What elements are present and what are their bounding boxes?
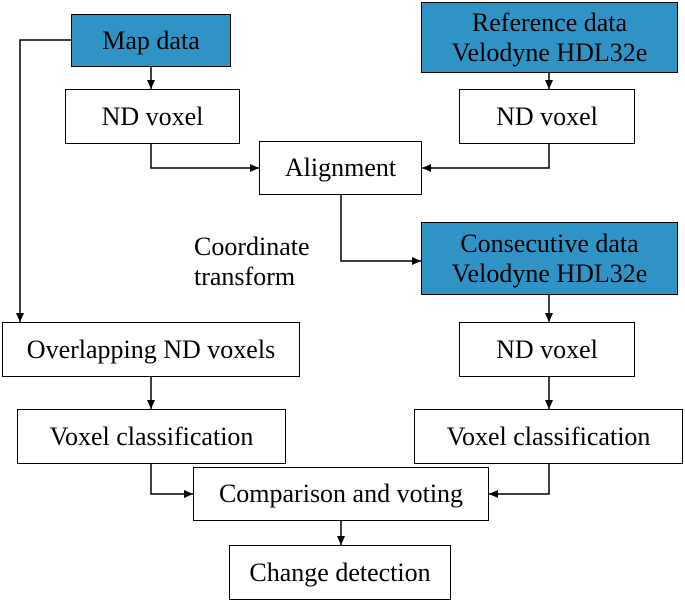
nd-voxel-right-label: ND voxel [496, 101, 598, 131]
nd-voxel-consecutive-node: ND voxel [459, 322, 635, 377]
comparison-and-voting-label: Comparison and voting [218, 479, 464, 508]
voxel-classification-right-label: Voxel classification [446, 421, 651, 451]
consecutive-data-node: Consecutive data Velodyne HDL32e [421, 222, 678, 295]
edge-map-to-overlapping [16, 39, 71, 322]
alignment-node: Alignment [259, 141, 422, 195]
overlapping-nd-voxels-node: Overlapping ND voxels [2, 322, 300, 377]
edge-classification-right-to-comparison [489, 464, 550, 498]
reference-data-label-line1: Reference data [471, 7, 628, 37]
voxel-classification-right-node: Voxel classification [414, 409, 683, 464]
edge-ndvoxel-right-to-alignment [422, 144, 550, 172]
overlapping-nd-voxels-label: Overlapping ND voxels [26, 334, 276, 364]
coordinate-transform-label: Coordinate transform [194, 232, 310, 292]
coordinate-transform-line1: Coordinate [194, 232, 310, 261]
comparison-and-voting-node: Comparison and voting [193, 467, 489, 521]
reference-data-node: Reference data Velodyne HDL32e [421, 2, 678, 73]
edge-ndvoxel-left-to-alignment [150, 144, 259, 172]
consecutive-data-label-line2: Velodyne HDL32e [451, 258, 648, 288]
map-data-node: Map data [71, 14, 231, 67]
voxel-classification-left-node: Voxel classification [17, 409, 286, 464]
map-data-label: Map data [102, 25, 200, 55]
change-detection-node: Change detection [229, 545, 451, 600]
nd-voxel-left-node: ND voxel [65, 89, 240, 144]
edge-classification-left-to-comparison [150, 464, 193, 498]
nd-voxel-consecutive-label: ND voxel [496, 334, 598, 364]
reference-data-label-line2: Velodyne HDL32e [451, 37, 648, 67]
nd-voxel-left-label: ND voxel [101, 101, 204, 131]
nd-voxel-right-node: ND voxel [459, 89, 635, 144]
alignment-label: Alignment [284, 153, 397, 182]
edge-alignment-to-consecutive [340, 195, 421, 265]
consecutive-data-label-line1: Consecutive data [460, 228, 639, 258]
change-detection-label: Change detection [249, 557, 431, 587]
voxel-classification-left-label: Voxel classification [49, 421, 254, 451]
coordinate-transform-line2: transform [194, 262, 296, 291]
